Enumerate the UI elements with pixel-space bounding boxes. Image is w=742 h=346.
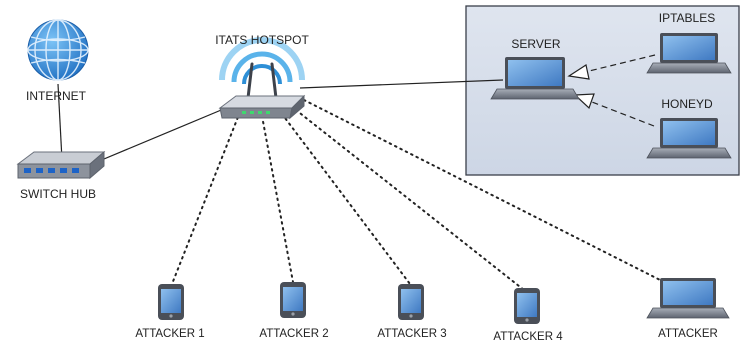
internet-label: INTERNET	[26, 89, 87, 103]
iptables-laptop-icon	[646, 33, 732, 74]
arrow-iptables-server	[584, 54, 656, 73]
link-switch-hotspot	[91, 107, 227, 165]
attacker-1-tablet-icon	[158, 284, 184, 320]
link-hotspot-attacker-4	[295, 109, 525, 291]
arrow-head-iptables	[567, 64, 590, 80]
attacker-3-tablet-icon	[398, 284, 424, 320]
switch-hub-label: SWITCH HUB	[20, 187, 96, 201]
attacker-2-label: ATTACKER 2	[259, 328, 328, 340]
attacker-1-label: ATTACKER 1	[135, 328, 204, 340]
attacker-laptop-icon	[646, 278, 730, 319]
wifi-router-icon	[218, 37, 306, 120]
iptables-label: IPTABLES	[659, 11, 715, 25]
link-hotspot-attacker-5	[303, 99, 669, 285]
attacker-5-label: ATTACKER	[658, 328, 718, 340]
arrow-honeyd-server	[591, 101, 655, 127]
hotspot-label: ITATS HOTSPOT	[215, 33, 309, 47]
honeyd-label: HONEYD	[661, 97, 713, 111]
globe-icon	[27, 19, 89, 81]
link-hotspot-attacker-1	[171, 111, 241, 285]
honeyd-laptop-icon	[646, 118, 732, 159]
attacker-3-label: ATTACKER 3	[377, 328, 446, 340]
link-hotspot-attacker-2	[261, 115, 294, 283]
link-hotspot-server	[299, 79, 504, 89]
link-internet-switch	[57, 83, 63, 161]
attacker-4-label: ATTACKER 4	[493, 331, 563, 343]
switch-hub-icon	[16, 150, 106, 180]
attacker-4-tablet-icon	[514, 288, 540, 324]
link-hotspot-attacker-3	[281, 113, 411, 285]
attacker-2-tablet-icon	[280, 282, 306, 318]
server-laptop-icon	[490, 57, 580, 100]
server-label: SERVER	[511, 37, 560, 51]
arrow-head-honeyd	[573, 93, 595, 110]
